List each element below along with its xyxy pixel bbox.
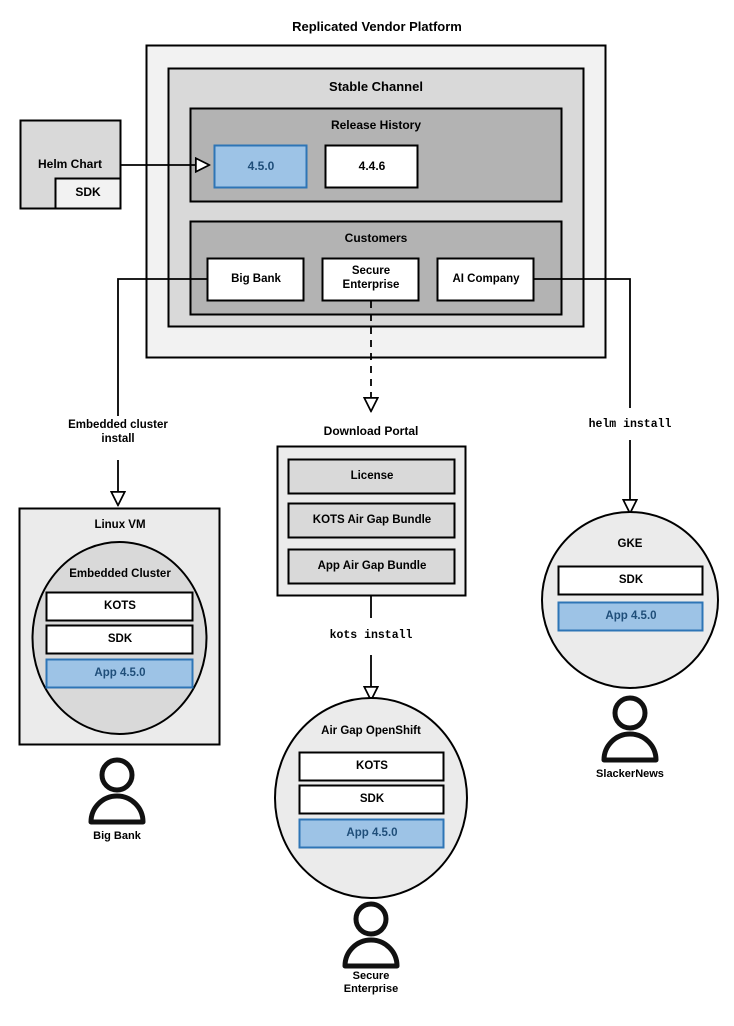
gke-component-sdk: [557, 565, 704, 596]
openshift-component-sdk: [298, 784, 445, 815]
gke-component-app: [557, 601, 704, 632]
edge-ai-company-to-gke: [534, 278, 631, 408]
customer-box-secure-enterprise: [321, 257, 420, 302]
gke-ellipse: [541, 511, 719, 689]
openshift-component-kots: [298, 751, 445, 782]
release-box-4-5-0: [213, 144, 308, 189]
customer-box-ai-company: [436, 257, 535, 302]
linux-vm-component-sdk: [45, 624, 194, 655]
linux-vm-component-kots: [45, 591, 194, 622]
actor-slackernews-icon: [601, 695, 659, 763]
actor-secure-enterprise-icon: [342, 901, 400, 969]
customer-box-big-bank: [206, 257, 305, 302]
release-box-4-4-6: [324, 144, 419, 189]
download-portal-artifact-license: [287, 458, 456, 495]
helm-chart-sdk-box: [54, 177, 122, 210]
download-portal-artifact-kots-air-gap-bundle: [287, 502, 456, 539]
linux-vm-component-app: [45, 658, 194, 689]
openshift-component-app: [298, 818, 445, 849]
download-portal-artifact-app-air-gap-bundle: [287, 548, 456, 585]
actor-big-bank-icon: [88, 757, 146, 825]
edge-big-bank-to-linux-vm: [117, 278, 207, 416]
